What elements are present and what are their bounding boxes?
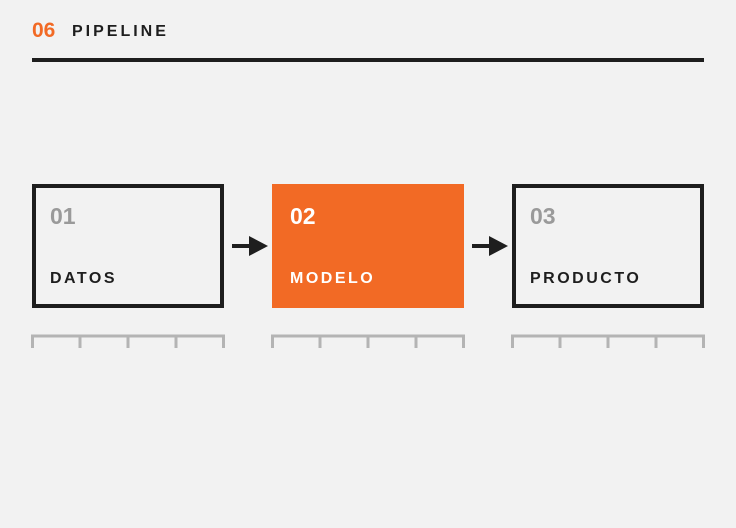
stage-label: MODELO (290, 270, 376, 287)
stage-number: 01 (50, 203, 76, 229)
stage-ruler (31, 334, 225, 348)
stage-card-datos: 01 DATOS (32, 184, 224, 308)
header-divider (32, 58, 704, 62)
stage-number: 03 (530, 203, 556, 229)
stage-number: 02 (290, 203, 316, 229)
stage-label: DATOS (50, 270, 118, 287)
stage-card-producto: 03 PRODUCTO (512, 184, 704, 308)
stage-card-modelo: 02 MODELO (272, 184, 464, 308)
stage-ruler (511, 334, 705, 348)
arrow-right-icon (232, 236, 268, 256)
stage-label: PRODUCTO (530, 270, 642, 287)
section-title: PIPELINE (72, 23, 169, 40)
stage-ruler (271, 334, 465, 348)
section-number: 06 (32, 19, 56, 42)
arrow-right-icon (472, 236, 508, 256)
